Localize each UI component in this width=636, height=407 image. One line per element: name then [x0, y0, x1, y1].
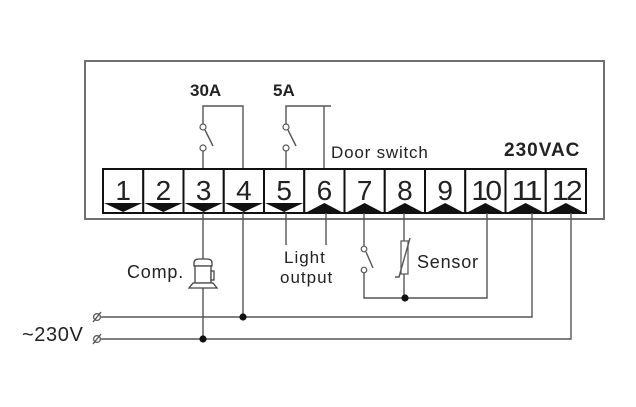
switch-contact-icon — [199, 123, 214, 152]
controller-housing — [84, 60, 605, 220]
terminal-arrow-down-icon — [265, 203, 304, 212]
relay-5a-label: 5A — [273, 81, 295, 100]
terminal-12: 12 — [544, 168, 587, 214]
terminal-3: 3 — [182, 168, 225, 214]
terminal-5: 5 — [263, 168, 306, 214]
sensor-label: Sensor — [417, 252, 479, 272]
light-output-label-line1: Light — [284, 248, 326, 267]
terminal-2: 2 — [142, 168, 185, 214]
terminal-number: 1 — [115, 175, 131, 206]
terminal-arrow-up-icon — [546, 203, 585, 213]
ntc-thermistor-icon — [395, 237, 411, 278]
terminal-4: 4 — [222, 168, 265, 214]
terminal-number: 6 — [317, 175, 333, 206]
screw-terminal-icon — [92, 333, 102, 345]
supply-voltage-label: 230VAC — [504, 140, 580, 161]
junction-sensor — [401, 294, 409, 302]
terminal-number: 3 — [196, 175, 212, 206]
mains-voltage-label: ~230V — [22, 324, 83, 346]
wire-door-sensor-common — [363, 213, 488, 299]
terminal-number: 4 — [236, 175, 252, 206]
switch-contact-icon — [282, 123, 297, 152]
lower-wiring — [101, 213, 572, 343]
terminal-arrow-up-icon — [345, 203, 384, 213]
relay-30a-label: 30A — [190, 81, 221, 100]
junction-neutral — [199, 335, 207, 343]
door-switch-icon — [360, 245, 374, 274]
terminal-number: 7 — [357, 175, 373, 206]
screw-terminal-icon — [92, 311, 102, 323]
terminal-arrow-down-icon — [184, 203, 223, 212]
relay-5a — [282, 105, 331, 169]
terminal-1: 1 — [102, 168, 145, 214]
light-output-label-line2: output — [280, 268, 333, 287]
terminal-arrow-down-icon — [144, 203, 183, 212]
compressor-icon — [187, 258, 219, 289]
terminal-arrow-up-icon — [466, 203, 505, 213]
junction-line — [239, 313, 247, 321]
relay-30a-wire — [202, 105, 244, 169]
relay-5a-wire — [285, 105, 331, 124]
wire-t12-supply — [101, 213, 572, 340]
terminal-6: 6 — [303, 168, 346, 214]
terminal-10: 10 — [464, 168, 507, 214]
compressor-label: Comp. — [127, 262, 184, 282]
terminal-arrow-up-icon — [506, 203, 545, 213]
relay-30a — [199, 105, 244, 169]
terminal-arrow-down-icon — [224, 203, 263, 212]
terminal-number: 8 — [397, 175, 413, 206]
terminal-11: 11 — [504, 168, 547, 214]
terminal-number: 11 — [512, 175, 542, 206]
terminal-arrow-up-icon — [385, 203, 424, 213]
terminal-number: 12 — [552, 175, 582, 206]
terminal-arrow-down-icon — [104, 203, 143, 212]
terminal-number: 9 — [437, 175, 453, 206]
terminal-8: 8 — [383, 168, 426, 214]
door-switch-label: Door switch — [331, 143, 429, 162]
terminal-number: 5 — [276, 175, 292, 206]
terminal-arrow-up-icon — [305, 203, 344, 213]
terminal-number: 10 — [471, 175, 501, 206]
terminal-7: 7 — [343, 168, 386, 214]
terminal-number: 2 — [156, 175, 172, 206]
terminal-9: 9 — [424, 168, 467, 214]
terminal-arrow-up-icon — [426, 203, 465, 213]
